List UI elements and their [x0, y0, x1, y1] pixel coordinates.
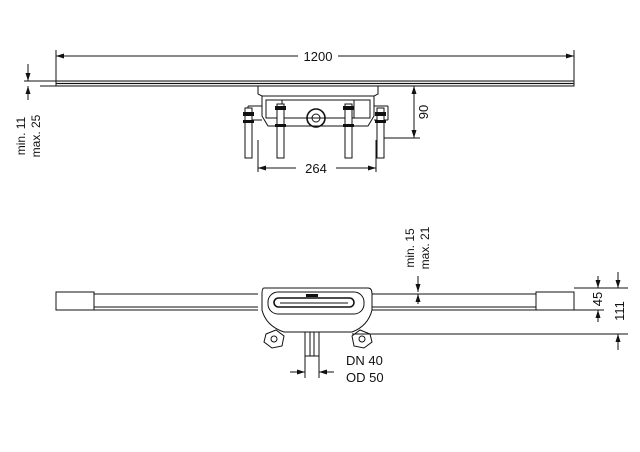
channel-section-right: [370, 291, 575, 311]
dimension-body-height-45: 45: [574, 276, 605, 322]
dimension-total-height-111: 111: [352, 272, 628, 350]
foot-rod: [243, 107, 254, 159]
adjust-min-label: min. 11: [14, 116, 28, 155]
outlet-pipe: [304, 331, 320, 357]
cover-max-label: max. 21: [418, 226, 432, 269]
dimension-cover-thickness: min. 15 max. 21: [403, 226, 432, 304]
dimension-outlet-diameter: DN 40 OD 50: [290, 353, 384, 385]
adjust-max-label: max. 25: [29, 114, 43, 157]
hex-foot-left: [263, 329, 285, 349]
adjustable-feet: [243, 103, 386, 159]
outlet-pipe-end: [306, 108, 326, 128]
dimension-foot-spacing-264: 264: [257, 140, 377, 176]
drain-trap-body: [247, 85, 389, 128]
front-elevation-view: 1200: [14, 49, 575, 176]
width-label: 1200: [304, 49, 333, 64]
foot-rod: [275, 103, 286, 159]
body-height-label: 45: [590, 292, 605, 306]
channel-section-left: [55, 291, 258, 311]
cover-min-label: min. 15: [403, 228, 417, 268]
side-section-view: DN 40 OD 50 min. 15 max. 21 45: [55, 226, 628, 385]
dimension-plate-adjustment: min. 11 max. 25: [14, 64, 56, 157]
outlet-od-label: OD 50: [346, 370, 384, 385]
dimension-width-1200: 1200: [55, 49, 575, 86]
height-label: 90: [416, 105, 431, 119]
hex-foot-right: [351, 329, 373, 349]
foot-spacing-label: 264: [305, 161, 327, 176]
foot-rod: [343, 103, 354, 159]
total-height-label: 111: [612, 301, 627, 321]
drain-channel-plate: [40, 80, 575, 87]
trap-body-section: [261, 287, 373, 333]
dimension-height-90: 90: [378, 85, 431, 139]
foot-rod: [375, 107, 386, 159]
outlet-dn-label: DN 40: [346, 353, 383, 368]
